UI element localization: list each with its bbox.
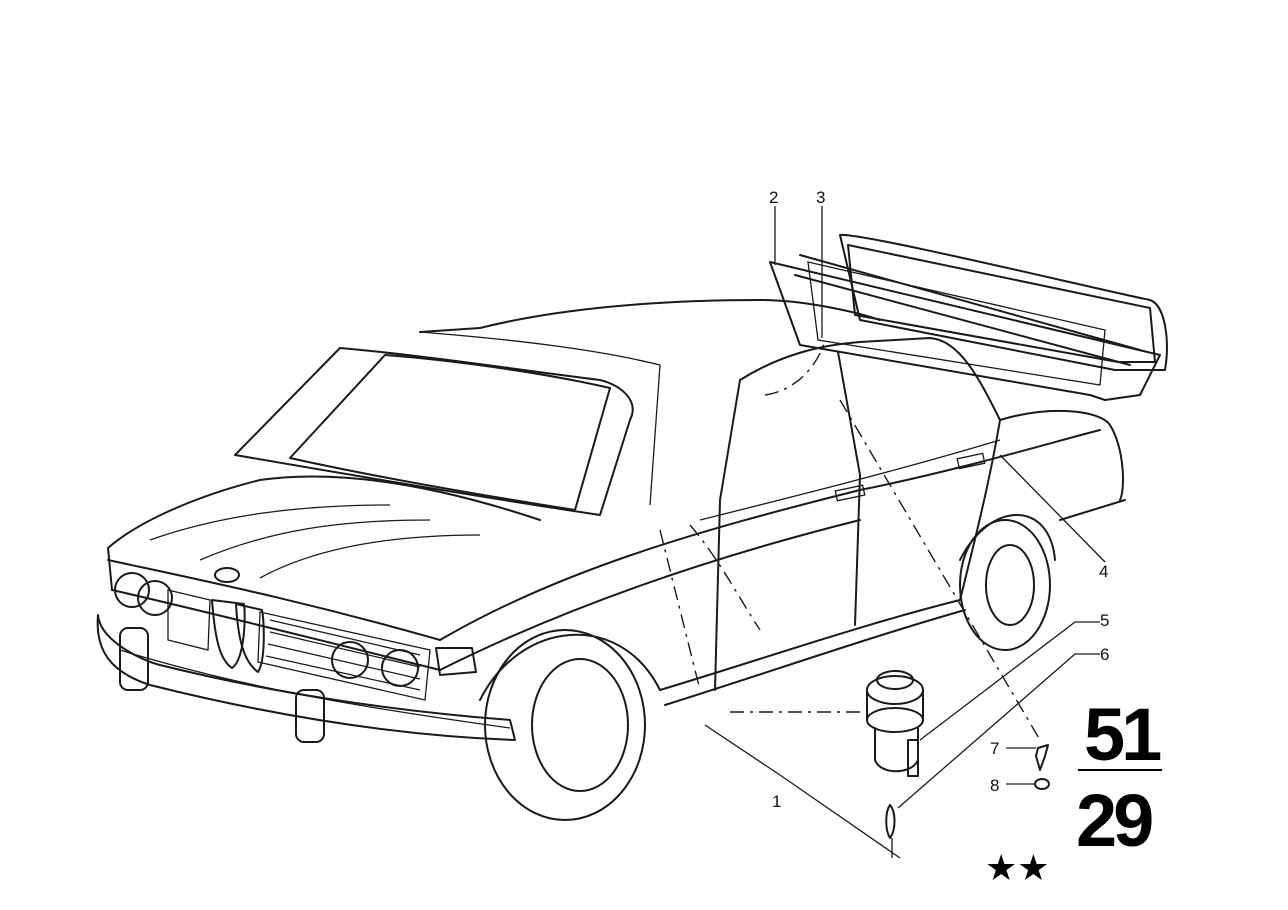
group-sub-number: 29 [1076, 779, 1152, 862]
callout-5: 5 [1100, 611, 1109, 630]
group-main-number: 51 [1084, 693, 1161, 776]
assembly-lines [659, 339, 1041, 741]
rear-window-assembly [769, 233, 1168, 401]
small-parts [885, 744, 1050, 858]
callout-2: 2 [769, 188, 778, 207]
door-contact-switch [866, 670, 924, 777]
leader-lines [704, 206, 1106, 859]
callout-4: 4 [1099, 562, 1108, 581]
callout-1: 1 [772, 792, 781, 811]
car-body [96, 299, 1126, 821]
callout-7: 7 [990, 739, 999, 758]
callout-labels: 1 2 3 4 5 6 7 8 [769, 188, 1109, 811]
star-marks: ★★ [985, 848, 1050, 889]
group-number: 51 29 [1076, 693, 1165, 862]
callout-3: 3 [816, 188, 825, 207]
callout-8: 8 [990, 776, 999, 795]
callout-6: 6 [1100, 645, 1109, 664]
